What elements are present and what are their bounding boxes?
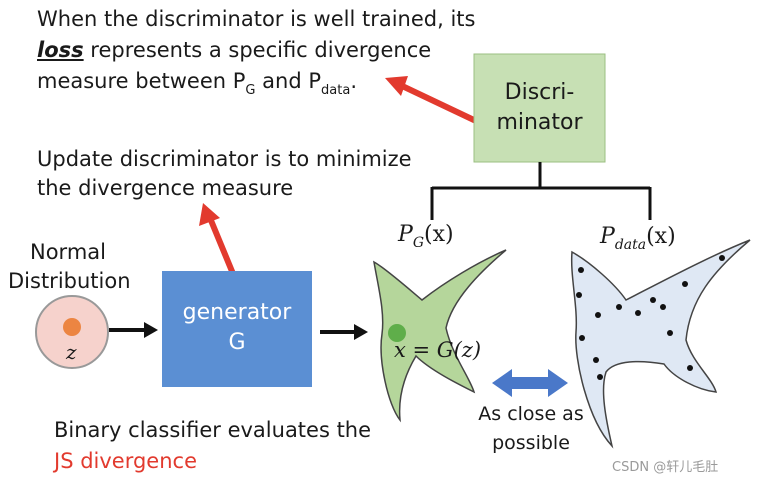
watermark: CSDN @轩儿毛肚 <box>612 460 719 475</box>
z-label: z <box>66 340 77 364</box>
pdata-label-base: P <box>600 224 615 249</box>
pdata-sample-dots <box>576 255 725 380</box>
pdata-label-arg: (x) <box>646 224 676 249</box>
arrow-head-normal <box>144 322 158 338</box>
update-caption-line2: the divergence measure <box>37 176 294 200</box>
pdata-shape <box>570 239 751 449</box>
binary-caption-line1: Binary classifier evaluates the <box>54 418 372 442</box>
normal-center-dot <box>63 318 81 336</box>
caption-sub-g: G <box>245 83 256 98</box>
top-caption-line3: measure between PG and Pdata. <box>37 68 357 98</box>
pg-sample-dot <box>388 324 406 342</box>
top-caption-line2: loss represents a specific divergence <box>37 37 431 64</box>
normal-label-line2: Distribution <box>8 269 131 293</box>
close-label: As close as possible <box>462 400 600 458</box>
pg-label: PG(x) <box>398 222 454 251</box>
top-caption-line1: When the discriminator is well trained, … <box>37 7 476 31</box>
pg-shape <box>373 249 507 423</box>
discriminator-label-line1: Discri- <box>504 80 575 105</box>
red-arrow-to-update <box>207 216 239 283</box>
pdata-label-sub: data <box>614 237 647 253</box>
caption-measure-text: measure between P <box>37 69 246 93</box>
red-arrow-head-update <box>199 203 220 226</box>
close-label-line1: As close as <box>478 403 584 425</box>
generator-label-line2: G <box>228 330 246 355</box>
loss-word: loss <box>37 38 84 62</box>
update-caption-line1: Update discriminator is to minimize <box>37 147 412 171</box>
pg-label-sub: G <box>412 235 424 251</box>
normal-label-line1: Normal <box>30 240 106 264</box>
generator-box <box>162 271 312 387</box>
red-arrow-head-loss <box>385 76 408 96</box>
discriminator-box <box>473 53 606 163</box>
red-arrow-to-loss <box>396 81 478 124</box>
discriminator-label-line2: minator <box>496 110 583 135</box>
pg-label-arg: (x) <box>424 222 454 247</box>
caption-sub-data: data <box>321 83 351 98</box>
binary-caption-line2: JS divergence <box>54 449 198 473</box>
generator-label: generator G <box>162 298 312 358</box>
caption-period: . <box>350 69 358 93</box>
generator-label-line1: generator <box>182 300 292 325</box>
arrow-head-generator <box>354 324 368 340</box>
pg-label-base: P <box>398 222 413 247</box>
discriminator-label: Discri- minator <box>474 78 605 138</box>
close-label-line2: possible <box>492 432 570 454</box>
x-equals-gz: x = G(z) <box>394 338 482 362</box>
top-caption-line2-rest: represents a specific divergence <box>83 38 432 62</box>
caption-and-text: and P <box>255 69 322 93</box>
pdata-label: Pdata(x) <box>600 224 676 253</box>
blue-double-arrow <box>492 369 568 397</box>
